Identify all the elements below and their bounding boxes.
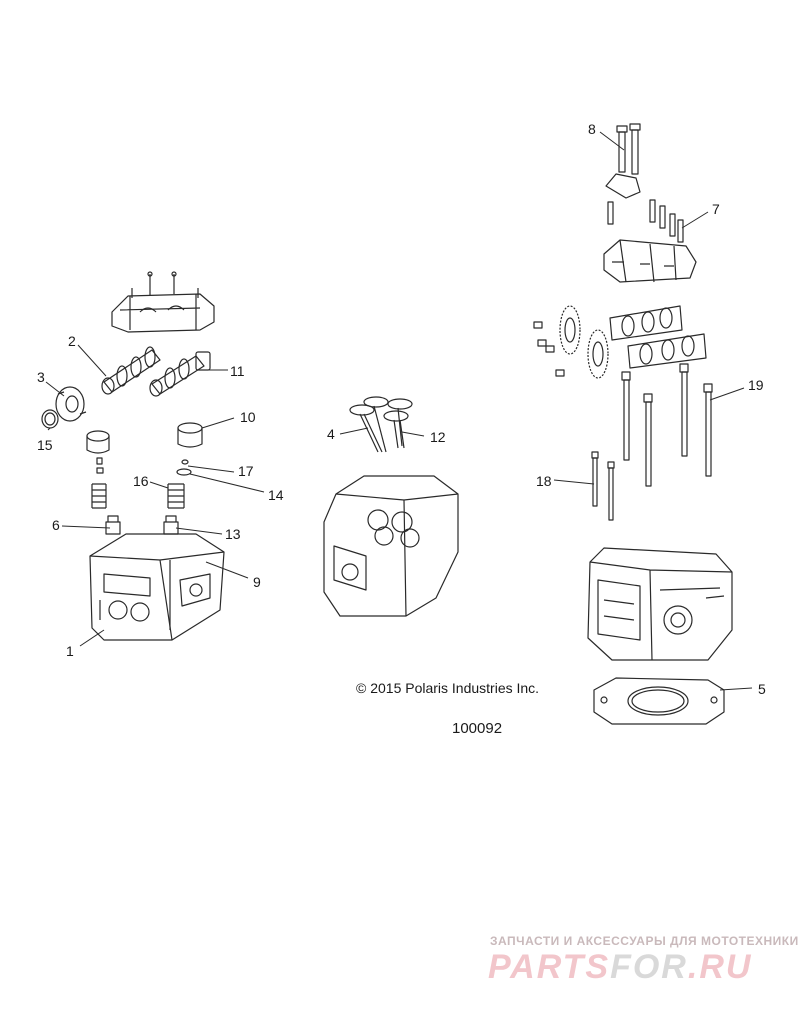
callout-17: 17 bbox=[238, 463, 254, 479]
callout-6: 6 bbox=[52, 517, 60, 533]
cylinder-head-left bbox=[89, 533, 225, 641]
carrier-bolts bbox=[607, 199, 684, 243]
camshaft-intake bbox=[149, 351, 211, 397]
callout-15: 15 bbox=[37, 437, 53, 453]
cam-carrier-right bbox=[603, 239, 697, 283]
copyright-notice: © 2015 Polaris Industries Inc. bbox=[356, 680, 540, 696]
callout-12: 12 bbox=[430, 429, 446, 445]
valve-bucket-right bbox=[177, 422, 203, 448]
cam-carrier-left bbox=[111, 271, 215, 333]
valve-keepers bbox=[96, 457, 192, 476]
callout-4: 4 bbox=[327, 426, 335, 442]
valve-springs bbox=[91, 483, 185, 509]
cylinder-head-right bbox=[587, 547, 733, 661]
retaining-clip bbox=[41, 409, 59, 429]
callout-14: 14 bbox=[268, 487, 284, 503]
callout-2: 2 bbox=[68, 333, 76, 349]
callout-1: 1 bbox=[66, 643, 74, 659]
drawing-number: 100092 bbox=[452, 720, 503, 737]
cam-sprockets bbox=[559, 305, 609, 379]
callout-19: 19 bbox=[748, 377, 764, 393]
watermark-logo-main: PARTS bbox=[488, 948, 611, 986]
camshafts-right bbox=[609, 305, 707, 369]
callout-11: 11 bbox=[230, 363, 245, 379]
cam-cap bbox=[605, 173, 641, 199]
head-gasket bbox=[593, 677, 725, 725]
valve-bucket-left bbox=[86, 430, 110, 454]
cylinder-head-middle bbox=[323, 475, 459, 617]
cam-sprocket-hub bbox=[55, 386, 87, 422]
head-bolts bbox=[591, 363, 713, 521]
callout-8: 8 bbox=[588, 121, 596, 137]
watermark-logo: PARTSFOR.RU bbox=[488, 948, 752, 987]
callout-13: 13 bbox=[225, 526, 241, 542]
callout-16: 16 bbox=[133, 473, 149, 489]
watermark-logo-accent: FOR bbox=[610, 948, 688, 986]
callout-10: 10 bbox=[240, 409, 256, 425]
callout-7: 7 bbox=[712, 201, 720, 217]
camshaft-exhaust bbox=[101, 346, 161, 395]
callout-18: 18 bbox=[536, 473, 552, 489]
watermark-tagline: ЗАПЧАСТИ И АКСЕССУАРЫ ДЛЯ МОТОТЕХНИКИ bbox=[490, 934, 799, 948]
long-bolts bbox=[616, 123, 641, 175]
valves bbox=[349, 396, 413, 453]
callout-5: 5 bbox=[758, 681, 766, 697]
valve-stem-seals bbox=[105, 515, 179, 535]
callout-9: 9 bbox=[253, 574, 261, 590]
watermark-logo-suffix: .RU bbox=[687, 948, 753, 986]
leader-lines bbox=[45, 131, 753, 691]
callout-3: 3 bbox=[37, 369, 45, 385]
small-bolts bbox=[533, 321, 565, 377]
